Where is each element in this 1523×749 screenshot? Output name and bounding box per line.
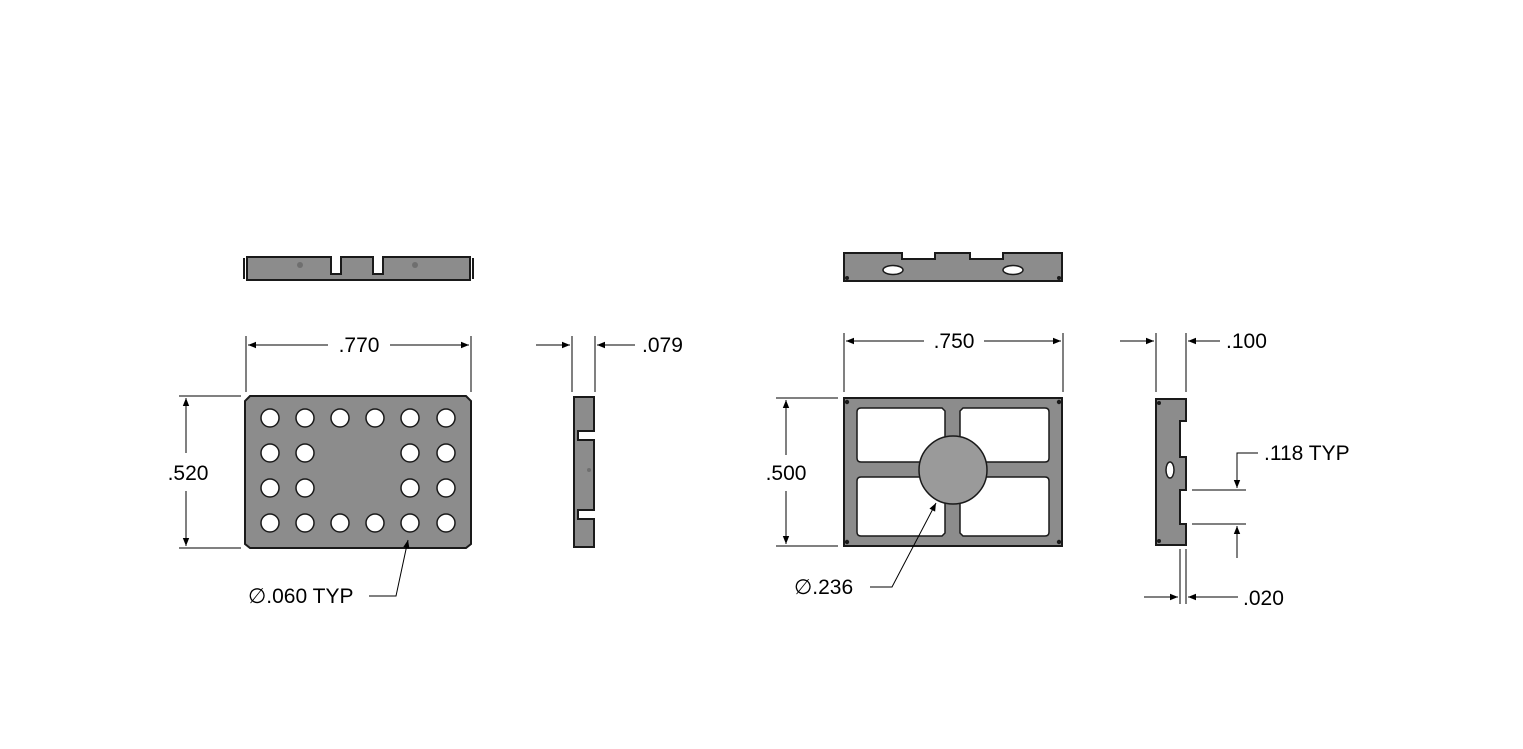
dim-right-width-label: .750 [934,330,975,353]
plate-hole [330,513,350,533]
dim-left-thickness: .079 [536,334,683,392]
plate-hole [400,443,420,463]
plate-hole [295,478,315,498]
dim-left-width: .770 [245,334,472,392]
dim-right-height-label: .500 [766,462,807,485]
dim-right-height: .500 [766,397,838,547]
plate-hole [260,408,280,428]
dim-right-slot-label: .118 TYP [1264,442,1350,465]
left-hole-pattern [260,408,456,533]
dim-left-width-label: .770 [339,334,380,357]
plate-hole [365,513,385,533]
plate-hole [400,408,420,428]
plate-hole [260,478,280,498]
plate-hole [260,443,280,463]
plate-hole [295,408,315,428]
dim-left-height-label: .520 [168,462,209,485]
plate-hole [400,478,420,498]
left-part-front-view [244,395,472,549]
plate-hole [436,513,456,533]
plate-hole [400,513,420,533]
dim-right-slot: .118 TYP [1192,442,1350,558]
dim-right-width: .750 [843,330,1064,392]
dim-left-height: .520 [168,395,241,549]
plate-hole [436,443,456,463]
dim-left-hole-callout: ∅.060 TYP [248,539,410,608]
plate-hole [436,478,456,498]
dim-right-wall-label: .020 [1243,587,1284,610]
dim-right-hole-callout: ∅.236 [794,502,937,599]
center-disc [918,435,988,505]
right-part-front-view [843,397,1063,547]
dim-right-thickness: .100 [1120,330,1267,392]
plate-hole [295,443,315,463]
right-part-side-view [1155,398,1187,546]
plate-hole [330,408,350,428]
dim-right-thickness-label: .100 [1226,330,1267,353]
plate-hole [365,408,385,428]
right-part-top-view [843,252,1063,282]
left-part-top-view [243,256,474,281]
dim-right-wall: .020 [1144,549,1284,610]
dim-right-hole-label: ∅.236 [794,576,853,599]
plate-hole [436,408,456,428]
left-part-side-view [573,396,595,548]
dim-left-thickness-label: .079 [642,334,683,357]
plate-hole [260,513,280,533]
plate-hole [295,513,315,533]
dim-left-hole-label: ∅.060 TYP [248,585,353,608]
